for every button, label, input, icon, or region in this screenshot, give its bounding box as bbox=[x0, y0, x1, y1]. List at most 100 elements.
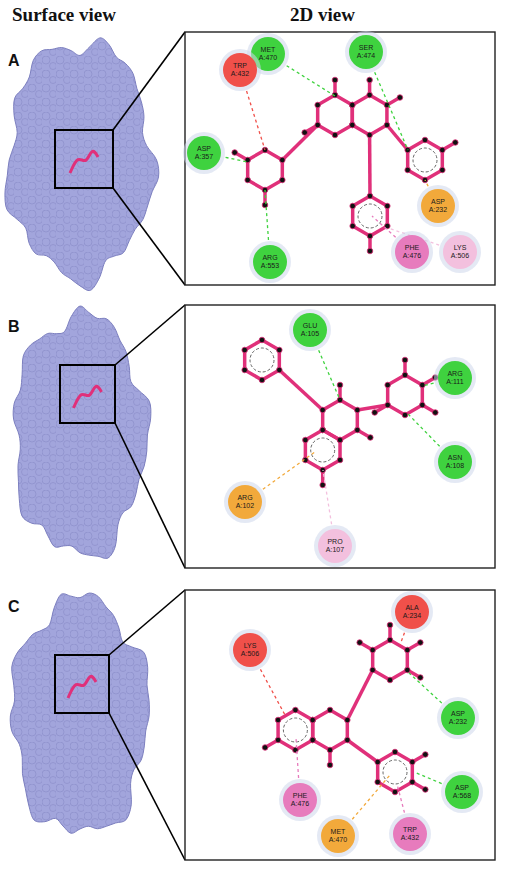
atom bbox=[327, 707, 333, 713]
atom bbox=[345, 737, 351, 743]
atom bbox=[315, 102, 321, 108]
atom bbox=[384, 122, 390, 128]
panel-letter: B bbox=[8, 318, 20, 336]
zoom-line bbox=[109, 590, 185, 655]
interaction-line bbox=[400, 633, 404, 645]
residue-label: GLU A:105 bbox=[297, 322, 323, 337]
atom bbox=[242, 367, 248, 373]
atom bbox=[440, 167, 446, 173]
atom bbox=[349, 122, 355, 128]
residue-label: MET A:470 bbox=[255, 46, 281, 61]
atom bbox=[367, 248, 373, 254]
residue-label: ASP A:232 bbox=[445, 710, 471, 725]
ring-bond bbox=[353, 196, 388, 236]
ligand-structure bbox=[242, 337, 438, 488]
bond bbox=[279, 370, 322, 410]
view-box bbox=[185, 590, 495, 860]
atom bbox=[402, 357, 408, 363]
residue-circle: LYS A:506 bbox=[233, 633, 267, 667]
interaction-line bbox=[263, 452, 315, 489]
residue-circle: LYS A:506 bbox=[443, 235, 477, 269]
residue-label: LYS A:506 bbox=[237, 642, 263, 657]
atom bbox=[350, 102, 356, 108]
aromatic-ring bbox=[358, 204, 382, 228]
atom bbox=[310, 717, 316, 723]
atom bbox=[405, 167, 411, 173]
panel-letter: C bbox=[8, 598, 20, 616]
atom bbox=[367, 233, 373, 239]
ligand-structure bbox=[232, 77, 458, 254]
interaction-line bbox=[247, 91, 265, 150]
residue-label: ARG A:553 bbox=[257, 254, 283, 269]
atom bbox=[392, 749, 398, 755]
atom bbox=[337, 382, 343, 388]
interaction-line bbox=[422, 383, 434, 386]
residue-label: PRO A:107 bbox=[322, 538, 348, 553]
atom bbox=[422, 137, 428, 143]
atom bbox=[367, 77, 373, 83]
interaction-line bbox=[408, 672, 442, 703]
atom bbox=[349, 102, 355, 108]
atom bbox=[245, 177, 251, 183]
interaction-line bbox=[408, 414, 440, 446]
atom bbox=[327, 762, 333, 768]
ligand-structure bbox=[262, 622, 428, 795]
column-heading: 2D view bbox=[290, 4, 355, 26]
residue-label: TRP A:432 bbox=[397, 826, 423, 841]
residue-circle: ASP A:357 bbox=[187, 136, 221, 170]
atom bbox=[332, 132, 338, 138]
ring-bond bbox=[378, 752, 413, 792]
ring-bond bbox=[245, 340, 280, 380]
atom bbox=[337, 457, 343, 463]
bound-ligand bbox=[70, 151, 98, 173]
residue-circle: MET A:470 bbox=[321, 819, 355, 853]
atom bbox=[367, 193, 373, 199]
zoom-line bbox=[113, 32, 185, 130]
atom bbox=[367, 92, 373, 98]
bound-ligand bbox=[68, 676, 96, 698]
panel-letter: A bbox=[8, 52, 20, 70]
atom bbox=[275, 717, 281, 723]
residue-circle: ARG A:553 bbox=[253, 245, 287, 279]
bond bbox=[368, 135, 372, 196]
interaction-line bbox=[375, 72, 408, 150]
atom bbox=[277, 367, 283, 373]
residue-label: ALA A:234 bbox=[399, 604, 425, 619]
atom bbox=[375, 759, 381, 765]
atom bbox=[410, 759, 416, 765]
atom bbox=[345, 717, 351, 723]
zoom-line bbox=[115, 305, 185, 365]
aromatic-ring bbox=[383, 760, 407, 784]
atom bbox=[280, 157, 286, 163]
atom bbox=[277, 347, 283, 353]
atom bbox=[370, 647, 376, 653]
atom bbox=[355, 427, 361, 433]
atom bbox=[350, 223, 356, 229]
residue-label: ASP A:568 bbox=[449, 784, 475, 799]
residue-circle: TRP A:432 bbox=[393, 817, 427, 851]
residue-label: PHE A:476 bbox=[399, 244, 425, 259]
atom bbox=[259, 377, 265, 383]
atom bbox=[402, 412, 408, 418]
zoom-square bbox=[55, 655, 109, 713]
atom bbox=[387, 677, 393, 683]
residue-circle: ASP A:232 bbox=[441, 701, 475, 735]
ring-bond bbox=[313, 710, 348, 750]
protein-surface bbox=[13, 306, 151, 558]
column-heading: Surface view bbox=[12, 4, 116, 26]
residue-label: TRP A:432 bbox=[227, 62, 253, 77]
atom bbox=[440, 147, 446, 153]
atom bbox=[420, 382, 426, 388]
atom bbox=[375, 779, 381, 785]
protein-surface bbox=[10, 593, 149, 833]
ring-bond bbox=[305, 430, 340, 470]
atom bbox=[280, 177, 286, 183]
aromatic-ring bbox=[283, 718, 307, 742]
zoom-line bbox=[109, 713, 185, 860]
interaction-line bbox=[352, 775, 390, 819]
atom bbox=[423, 787, 429, 793]
residue-label: PHE A:476 bbox=[287, 792, 313, 807]
interaction-line bbox=[323, 470, 332, 524]
atom bbox=[293, 707, 299, 713]
residue-circle: PHE A:476 bbox=[395, 235, 429, 269]
